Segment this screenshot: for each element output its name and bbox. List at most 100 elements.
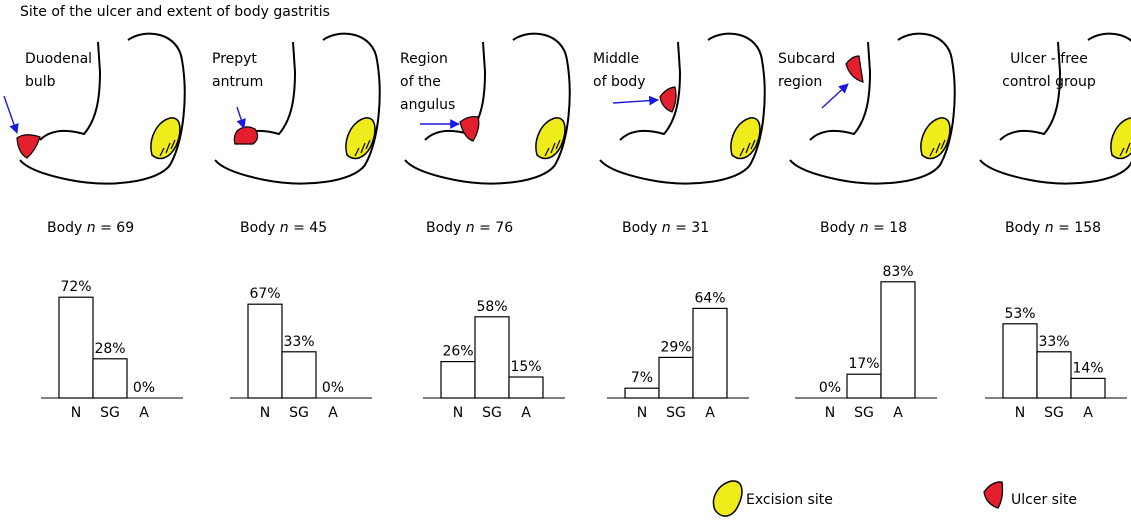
bar-A xyxy=(692,307,728,399)
data-label: 53% xyxy=(1004,306,1035,322)
data-label: 67% xyxy=(249,286,280,302)
bar-SG xyxy=(1036,351,1072,399)
category-label: A xyxy=(705,405,715,421)
excision-site-marker xyxy=(730,117,761,160)
category-label: SG xyxy=(854,405,874,421)
category-label: SG xyxy=(100,405,120,421)
category-label: N xyxy=(71,405,81,421)
ulcer-pointer-arrow xyxy=(612,95,659,106)
site-label: Ulcer - free xyxy=(1010,51,1088,67)
category-label: A xyxy=(1083,405,1093,421)
bar-A xyxy=(1070,377,1106,399)
data-label: 64% xyxy=(694,290,725,306)
category-label: A xyxy=(893,405,903,421)
category-label: A xyxy=(139,405,149,421)
excision-hatch xyxy=(739,139,756,157)
ulcer-site-marker xyxy=(16,134,41,159)
excision-hatch xyxy=(929,139,946,157)
site-label: of the xyxy=(400,74,441,90)
site-label: bulb xyxy=(25,74,56,90)
ulcer-pointer-arrow xyxy=(3,95,19,134)
legend-label-excision: Excision site xyxy=(746,492,833,508)
stomach-outline xyxy=(599,32,766,185)
site-label: Middle xyxy=(593,51,639,67)
site-label: Subcard xyxy=(778,51,835,67)
data-label: 72% xyxy=(60,279,91,295)
excision-hatch xyxy=(159,139,176,157)
bar-N xyxy=(624,387,660,399)
body-n-label: Body n = 69 xyxy=(47,220,134,236)
bar-N xyxy=(1002,323,1038,399)
excision-site-marker xyxy=(150,117,181,160)
data-label: 26% xyxy=(442,344,473,360)
stomach-icon xyxy=(404,32,571,185)
category-label: SG xyxy=(1044,405,1064,421)
ulcer-site-marker xyxy=(459,115,480,142)
data-label: 17% xyxy=(848,356,879,372)
stomach-outline xyxy=(979,32,1131,185)
legend-label-ulcer: Ulcer site xyxy=(1011,492,1077,508)
body-n-label: Body n = 158 xyxy=(1005,220,1101,236)
data-label: 15% xyxy=(510,359,541,375)
category-label: N xyxy=(453,405,463,421)
body-n-label: Body n = 76 xyxy=(426,220,513,236)
site-label: antrum xyxy=(212,74,263,90)
data-label: 0% xyxy=(819,380,841,396)
body-n-label: Body n = 45 xyxy=(240,220,327,236)
site-label: Prepyt xyxy=(212,51,257,67)
ulcer-site-marker xyxy=(659,86,677,113)
body-n-label: Body n = 31 xyxy=(622,220,709,236)
excision-site-icon xyxy=(712,480,743,517)
data-label: 58% xyxy=(476,299,507,315)
category-label: SG xyxy=(289,405,309,421)
ulcer-pointer-arrow xyxy=(821,83,849,109)
ulcer-site-icon xyxy=(983,481,1004,509)
ulcer-site-marker xyxy=(233,126,259,145)
site-label: control group xyxy=(1002,74,1096,90)
bar-SG xyxy=(92,358,128,399)
data-label: 33% xyxy=(283,334,314,350)
bar-N xyxy=(440,361,476,399)
body-n-label: Body n = 18 xyxy=(820,220,907,236)
data-label: 14% xyxy=(1072,360,1103,376)
site-label: of body xyxy=(593,74,646,90)
data-label: 29% xyxy=(660,339,691,355)
data-label: 83% xyxy=(882,264,913,280)
site-label: angulus xyxy=(400,97,455,113)
category-label: N xyxy=(637,405,647,421)
bar-N xyxy=(58,296,94,399)
bar-SG xyxy=(474,316,510,399)
site-label: Duodenal xyxy=(25,51,92,67)
data-label: 28% xyxy=(94,341,125,357)
excision-site-marker xyxy=(345,117,376,160)
bar-SG xyxy=(658,356,694,399)
stomach-icon xyxy=(979,32,1131,185)
stomach-icon xyxy=(789,32,956,185)
category-label: SG xyxy=(666,405,686,421)
category-label: A xyxy=(521,405,531,421)
data-label: 0% xyxy=(133,380,155,396)
ulcer-pointer-arrow xyxy=(236,106,246,129)
site-label: region xyxy=(778,74,822,90)
category-label: N xyxy=(260,405,270,421)
excision-site-marker xyxy=(1110,117,1131,160)
site-label: Region xyxy=(400,51,448,67)
category-label: A xyxy=(328,405,338,421)
data-label: 33% xyxy=(1038,334,1069,350)
bar-N xyxy=(247,303,283,399)
page-title: Site of the ulcer and extent of body gas… xyxy=(20,4,330,20)
category-label: N xyxy=(825,405,835,421)
excision-hatch xyxy=(1119,142,1131,157)
bar-A xyxy=(508,376,544,399)
data-label: 7% xyxy=(631,370,653,386)
legend: Excision site Ulcer site xyxy=(712,480,1077,517)
stomach-icon xyxy=(214,32,381,185)
stomach-icon xyxy=(599,32,766,185)
